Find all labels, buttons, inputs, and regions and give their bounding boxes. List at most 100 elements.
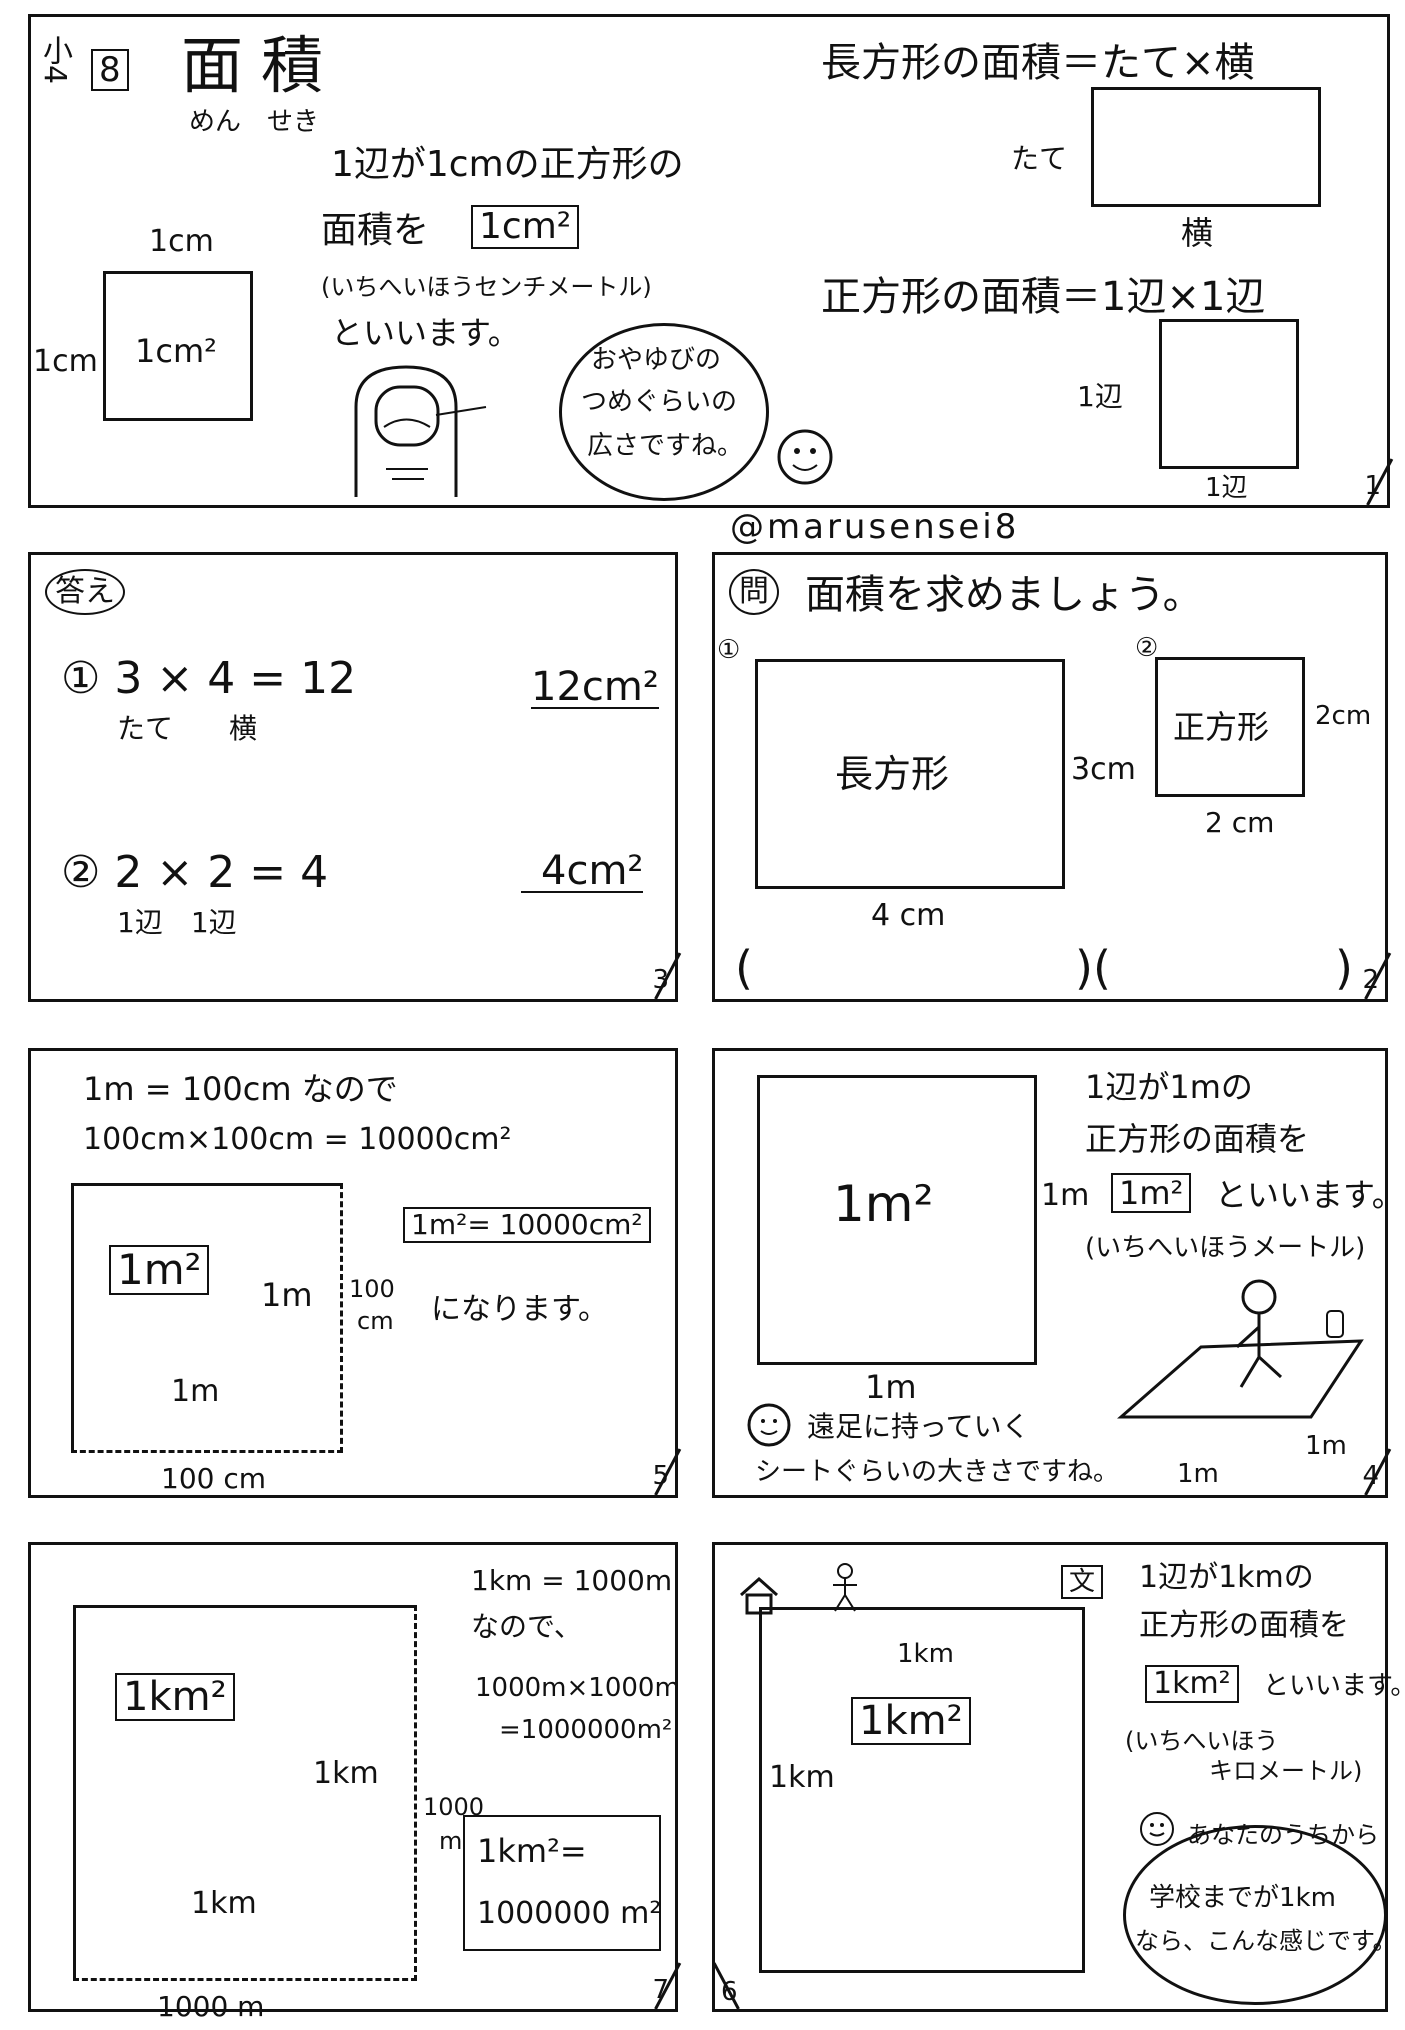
square-side-label: 2cm (1315, 701, 1372, 731)
result-box: 1m²= 10000cm² (403, 1207, 651, 1243)
question-text: 面積を求めましょう。 (805, 572, 1203, 618)
unit-reading-2: キロメートル) (1209, 1757, 1363, 1785)
unit-number: 8 (91, 49, 129, 91)
conversion-line-2: 100cm×100cm = 10000cm² (83, 1122, 512, 1157)
equation-1: ① 3 × 4 = 12 (61, 653, 357, 704)
walking-person-icon (833, 1563, 857, 1612)
author-handle: @marusensei8 (730, 507, 1020, 547)
panel-number: 5 (652, 1461, 669, 1491)
square-center-label: 1cm² (135, 332, 217, 370)
sheet-side-label: 1m (1305, 1431, 1347, 1461)
intro-reading: (いちへいほうセンチメートル) (321, 273, 652, 301)
conversion-line-1: 1km = 1000m (471, 1564, 673, 1597)
square-bottom-label: 1000 m (157, 1990, 265, 2023)
conversion-line-1: 1m = 100cm なので (83, 1070, 398, 1108)
smiley-icon (1140, 1812, 1174, 1846)
conversion-line-4: =1000000m² (499, 1715, 673, 1745)
square2-left-label: 1辺 (1077, 380, 1123, 413)
panel-number: 7 (652, 1975, 669, 2005)
question-mark: 問 (729, 569, 779, 615)
square-diagram (1159, 319, 1299, 469)
panel-number: 4 (1362, 1461, 1379, 1491)
panel-3: 答え ① 3 × 4 = 12 たて 横 12cm² ② 2 × 2 = 4 1… (28, 552, 682, 1002)
figure-1-number: ① (717, 635, 741, 665)
def-line-2: 正方形の面積を (1139, 1608, 1349, 1643)
one-km-square (73, 1605, 417, 1981)
intro-line-2: 面積を (321, 210, 430, 251)
def-line-1: 1辺が1kmの (1139, 1560, 1314, 1595)
smiley-icon (747, 1403, 791, 1447)
intro-line-4: といいます。 (331, 314, 520, 352)
panel-number: 3 (652, 965, 669, 995)
grade-label: 小4 (37, 35, 72, 85)
bubble-line-2: つめぐらいの (581, 387, 738, 417)
answer-1: 12cm² (531, 664, 659, 710)
figure-2-number: ② (1135, 633, 1159, 663)
panel-6: 文 1km 1km 1km² 1辺が1kmの 正方形の面積を 1km² といいま… (712, 1542, 1405, 2012)
thumb-icon (354, 365, 487, 497)
square-top-label: 1km (897, 1639, 954, 1669)
square-top-label: 1cm (149, 224, 214, 259)
square-label: 正方形 (1173, 708, 1270, 746)
bubble-line-3: 広さですね。 (587, 431, 744, 461)
square-right-label: 1m (261, 1276, 313, 1314)
panel-7: 1km² 1km 1000 m 1km 1000 m 1km = 1000m な… (28, 1542, 682, 2021)
picnic-sheet-illustration (1117, 1279, 1364, 1419)
bubble-line-2: シートぐらいの大きさですね。 (755, 1457, 1120, 1487)
square-figure (1155, 657, 1305, 797)
square2-bottom-label: 1辺 (1205, 473, 1248, 503)
conversion-line-2: なので、 (471, 1610, 582, 1643)
unit-m2: 1m² (1111, 1173, 1192, 1213)
panel-1: 小4 8 面積 めん せき 1辺が1cmの正方形の 面積を 1cm² (いちへい… (28, 14, 1394, 508)
square-bottom-label: 2 cm (1205, 806, 1275, 839)
bubble-line-1: あなたのうちから (1187, 1821, 1379, 1849)
unit-reading: (いちへいほうメートル) (1085, 1233, 1366, 1263)
smiley-icon (777, 429, 833, 485)
square-center-label: 1m² (833, 1175, 934, 1233)
panel-2: 問 面積を求めましょう。 ① 長方形 3cm 4 cm ② 正方形 2cm 2 … (712, 552, 1392, 1002)
def-line-1: 1辺が1mの (1085, 1068, 1253, 1106)
page-title: 面積 (181, 29, 342, 102)
panel-number: 2 (1362, 965, 1379, 995)
panel-4: 1m² 1m 1m 1辺が1mの 正方形の面積を 1m² といいます。 (いちへ… (712, 1048, 1404, 1498)
square-center-label: 1km² (851, 1697, 971, 1745)
conversion-line-3: 1000m×1000m (475, 1673, 680, 1703)
square-right-100: 100 (349, 1275, 395, 1303)
square-left-label: 1km (769, 1760, 835, 1795)
square-bottom-label: 1m (865, 1368, 917, 1406)
unit-cm2: 1cm² (471, 205, 580, 249)
square-area-formula: 正方形の面積＝1辺×1辺 (821, 274, 1266, 320)
def-line-3: といいます。 (1215, 1176, 1404, 1214)
rect-area-formula: 長方形の面積＝たて×横 (821, 40, 1255, 86)
equation-1-sub: たて 横 (117, 712, 258, 745)
square-right-label: 1m (1041, 1178, 1090, 1213)
answer-paren-open: ( (735, 941, 753, 995)
square-right-cm: cm (357, 1307, 394, 1335)
square-inner-bottom: 1km (191, 1886, 257, 1921)
answer-paren-middle: )( (1075, 941, 1111, 995)
def-line-3: といいます。 (1263, 1671, 1405, 1701)
rect-width-label: 横 (1181, 214, 1214, 252)
panel-5: 1m = 100cm なので 100cm×100cm = 10000cm² 1m… (28, 1048, 682, 1498)
result-text: になります。 (431, 1292, 608, 1327)
panel-number: 6 (721, 1977, 738, 2007)
result-line-1: 1km²= (477, 1832, 587, 1870)
answer-paren-close: ) (1335, 941, 1353, 995)
answer-2: 4cm² (521, 851, 644, 893)
square-left-label: 1cm (33, 344, 98, 379)
sheet-bottom-label: 1m (1177, 1459, 1219, 1489)
rect-height-label: たて (1011, 142, 1068, 175)
bubble-line-1: 遠足に持っていく (807, 1410, 1030, 1443)
school-icon: 文 (1061, 1565, 1104, 1599)
square-inner-bottom: 1m (171, 1374, 220, 1409)
result-line-2: 1000000 m² (477, 1896, 662, 1931)
unit-reading-1: (いちへいほう (1125, 1727, 1279, 1755)
answer-mark: 答え (45, 569, 125, 615)
unit-km2: 1km² (1145, 1665, 1239, 1703)
panel-number: 1 (1364, 471, 1381, 501)
result-box (463, 1815, 661, 1951)
intro-line-1: 1辺が1cmの正方形の (331, 144, 684, 185)
rectangle-label: 長方形 (835, 752, 950, 796)
square-right-inner: 1km (313, 1756, 379, 1791)
rect-diagram (1091, 87, 1321, 207)
